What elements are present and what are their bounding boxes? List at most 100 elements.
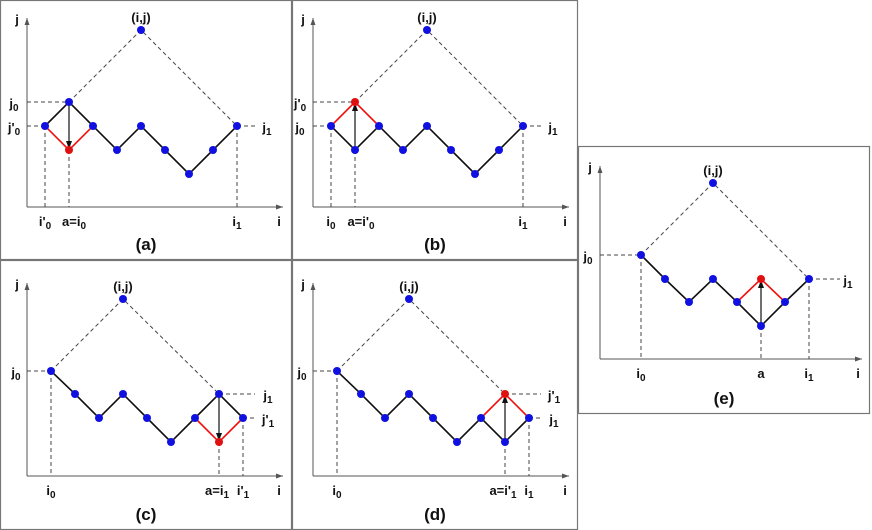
panel-caption: (b) <box>424 235 446 254</box>
path-node <box>495 146 503 154</box>
flipped-node <box>65 146 73 154</box>
peak-label: (i,j) <box>417 10 437 25</box>
tick-label: a=i'0 <box>347 214 375 232</box>
path-node <box>113 146 121 154</box>
path-node <box>47 367 55 375</box>
path-node <box>381 414 389 422</box>
path-node <box>209 146 217 154</box>
path-node <box>525 414 533 422</box>
path-node <box>709 275 717 283</box>
peak-node <box>423 26 431 34</box>
path-node <box>185 170 193 178</box>
tick-label: i0 <box>46 483 56 501</box>
tick-label: j1 <box>262 388 273 406</box>
panel-caption: (c) <box>136 505 157 524</box>
i-axis-label: i <box>856 366 860 381</box>
tick-label: i1 <box>804 366 814 384</box>
j-axis-label: j <box>14 12 19 27</box>
path-node <box>399 146 407 154</box>
tick-label: i0 <box>326 214 336 232</box>
path-node <box>375 122 383 130</box>
path-node <box>685 298 693 306</box>
tick-label: j'1 <box>261 412 275 430</box>
path-node <box>65 98 73 106</box>
tick-label: j'0 <box>7 120 21 138</box>
path-node <box>447 146 455 154</box>
flipped-node <box>215 438 223 446</box>
peak-node <box>405 295 413 303</box>
path-node <box>733 298 741 306</box>
panel-caption: (a) <box>136 235 157 254</box>
path-node <box>167 438 175 446</box>
i-axis-label: i <box>277 483 281 498</box>
panel-b: j i (i,j) j'0 j0 j1 i0 a=i'0 i1 (b) <box>291 0 579 261</box>
path-node <box>95 414 103 422</box>
j-axis-label: j <box>300 277 305 292</box>
tick-label: i'1 <box>237 483 250 501</box>
path-node <box>423 122 431 130</box>
path-node <box>233 122 241 130</box>
tick-label: j1 <box>842 273 853 291</box>
flipped-node <box>501 390 509 398</box>
j-axis-label: j <box>300 12 305 27</box>
panel-border <box>0 259 293 530</box>
tick-label: a=i0 <box>62 214 86 232</box>
path-node <box>239 414 247 422</box>
path-node <box>143 414 151 422</box>
tick-label: i1 <box>518 214 528 232</box>
flipped-node <box>757 275 765 283</box>
path-node <box>119 390 127 398</box>
peak-node <box>709 179 717 187</box>
peak-label: (i,j) <box>399 279 419 294</box>
path-node <box>327 122 335 130</box>
tick-label: a <box>757 366 765 381</box>
path-node <box>477 414 485 422</box>
panel-caption: (e) <box>714 389 735 408</box>
path-node <box>453 438 461 446</box>
tick-label: i1 <box>524 483 534 501</box>
peak-node <box>137 26 145 34</box>
path-node <box>89 122 97 130</box>
tick-label: j'1 <box>547 388 561 406</box>
tick-label: j0 <box>8 96 19 114</box>
tick-label: j0 <box>294 120 305 138</box>
path-node <box>191 414 199 422</box>
i-axis-label: i <box>563 483 567 498</box>
panel-border <box>291 259 579 530</box>
tick-label: j0 <box>10 365 21 383</box>
tick-label: j'0 <box>293 96 307 114</box>
peak-node <box>119 295 127 303</box>
path-node <box>215 390 223 398</box>
path-node <box>357 390 365 398</box>
panel-border <box>291 0 579 261</box>
j-axis-label: j <box>587 160 592 175</box>
path-node <box>333 367 341 375</box>
tick-label: j1 <box>547 120 558 138</box>
tick-label: i'0 <box>39 214 52 232</box>
flipped-node <box>351 98 359 106</box>
i-axis-label: i <box>277 214 281 229</box>
path-node <box>351 146 359 154</box>
path-node <box>41 122 49 130</box>
path-node <box>757 322 765 330</box>
tick-label: j0 <box>582 249 593 267</box>
panel-border <box>577 145 871 415</box>
path-node <box>661 275 669 283</box>
panel-caption: (d) <box>424 505 446 524</box>
path-node <box>471 170 479 178</box>
path-node <box>429 414 437 422</box>
tick-label: i0 <box>332 483 342 501</box>
path-node <box>501 438 509 446</box>
path-node <box>805 275 813 283</box>
i-axis-label: i <box>563 214 567 229</box>
peak-label: (i,j) <box>131 10 151 25</box>
tick-label: j0 <box>296 365 307 383</box>
j-axis-label: j <box>14 277 19 292</box>
path-node <box>637 251 645 259</box>
path-node <box>161 146 169 154</box>
